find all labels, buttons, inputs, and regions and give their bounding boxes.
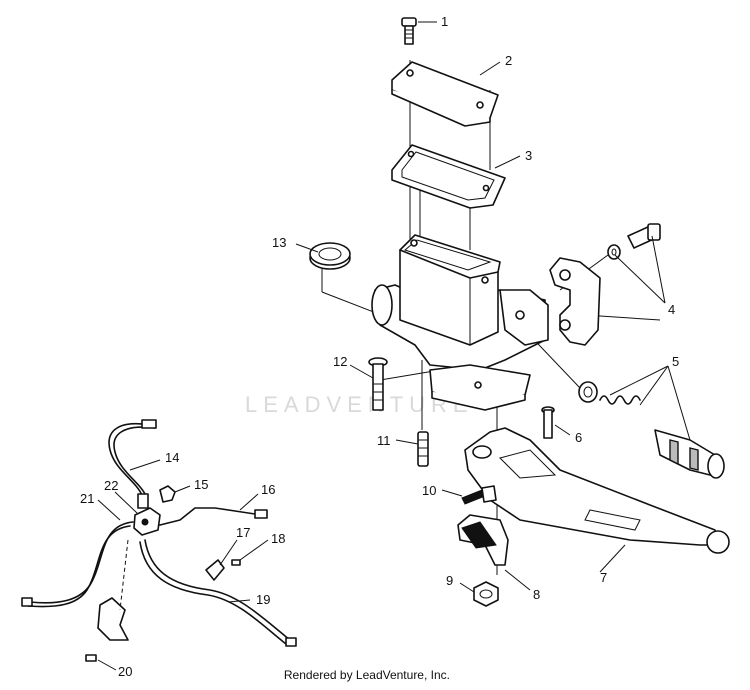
watermark: LEADVENTURE (245, 392, 474, 417)
callout-10: 10 (422, 483, 436, 498)
callout-labels: 1 2 3 4 5 6 7 8 9 10 11 12 13 14 15 16 1… (80, 14, 679, 679)
part-8-lever-arm (457, 514, 509, 566)
callout-7: 7 (600, 570, 607, 585)
part-7-lever (464, 427, 730, 554)
part-9-nut (473, 581, 499, 607)
part-10-adjuster (461, 485, 497, 505)
part-11-set-screw (417, 431, 429, 467)
part-2-cover (391, 61, 499, 127)
part-6-bolt (541, 406, 555, 439)
brake-line-assembly (21, 419, 297, 662)
callout-5: 5 (672, 354, 679, 369)
callout-3: 3 (525, 148, 532, 163)
callout-15: 15 (194, 477, 208, 492)
callout-19: 19 (256, 592, 270, 607)
footer-credit: Rendered by LeadVenture, Inc. (283, 668, 450, 682)
callout-14: 14 (165, 450, 179, 465)
callout-11: 11 (377, 433, 391, 448)
callout-8: 8 (533, 587, 540, 602)
callout-9: 9 (446, 573, 453, 588)
callout-6: 6 (575, 430, 582, 445)
callout-4: 4 (668, 302, 675, 317)
callout-21: 21 (80, 491, 94, 506)
callout-16: 16 (261, 482, 275, 497)
callout-17: 17 (236, 525, 250, 540)
leader-lines (97, 21, 691, 671)
part-4-clamp (549, 223, 661, 346)
master-cylinder-body (371, 234, 549, 411)
callout-1: 1 (441, 14, 448, 29)
part-13-seal (309, 242, 351, 270)
callout-13: 13 (272, 235, 286, 250)
part-3-gasket (391, 144, 506, 209)
callout-2: 2 (505, 53, 512, 68)
callout-20: 20 (118, 664, 132, 679)
part-5-piston (578, 381, 725, 479)
callout-12: 12 (333, 354, 347, 369)
callout-18: 18 (271, 531, 285, 546)
part-1-screw (401, 17, 417, 45)
part-12-bolt (368, 357, 388, 411)
callout-22: 22 (104, 478, 118, 493)
